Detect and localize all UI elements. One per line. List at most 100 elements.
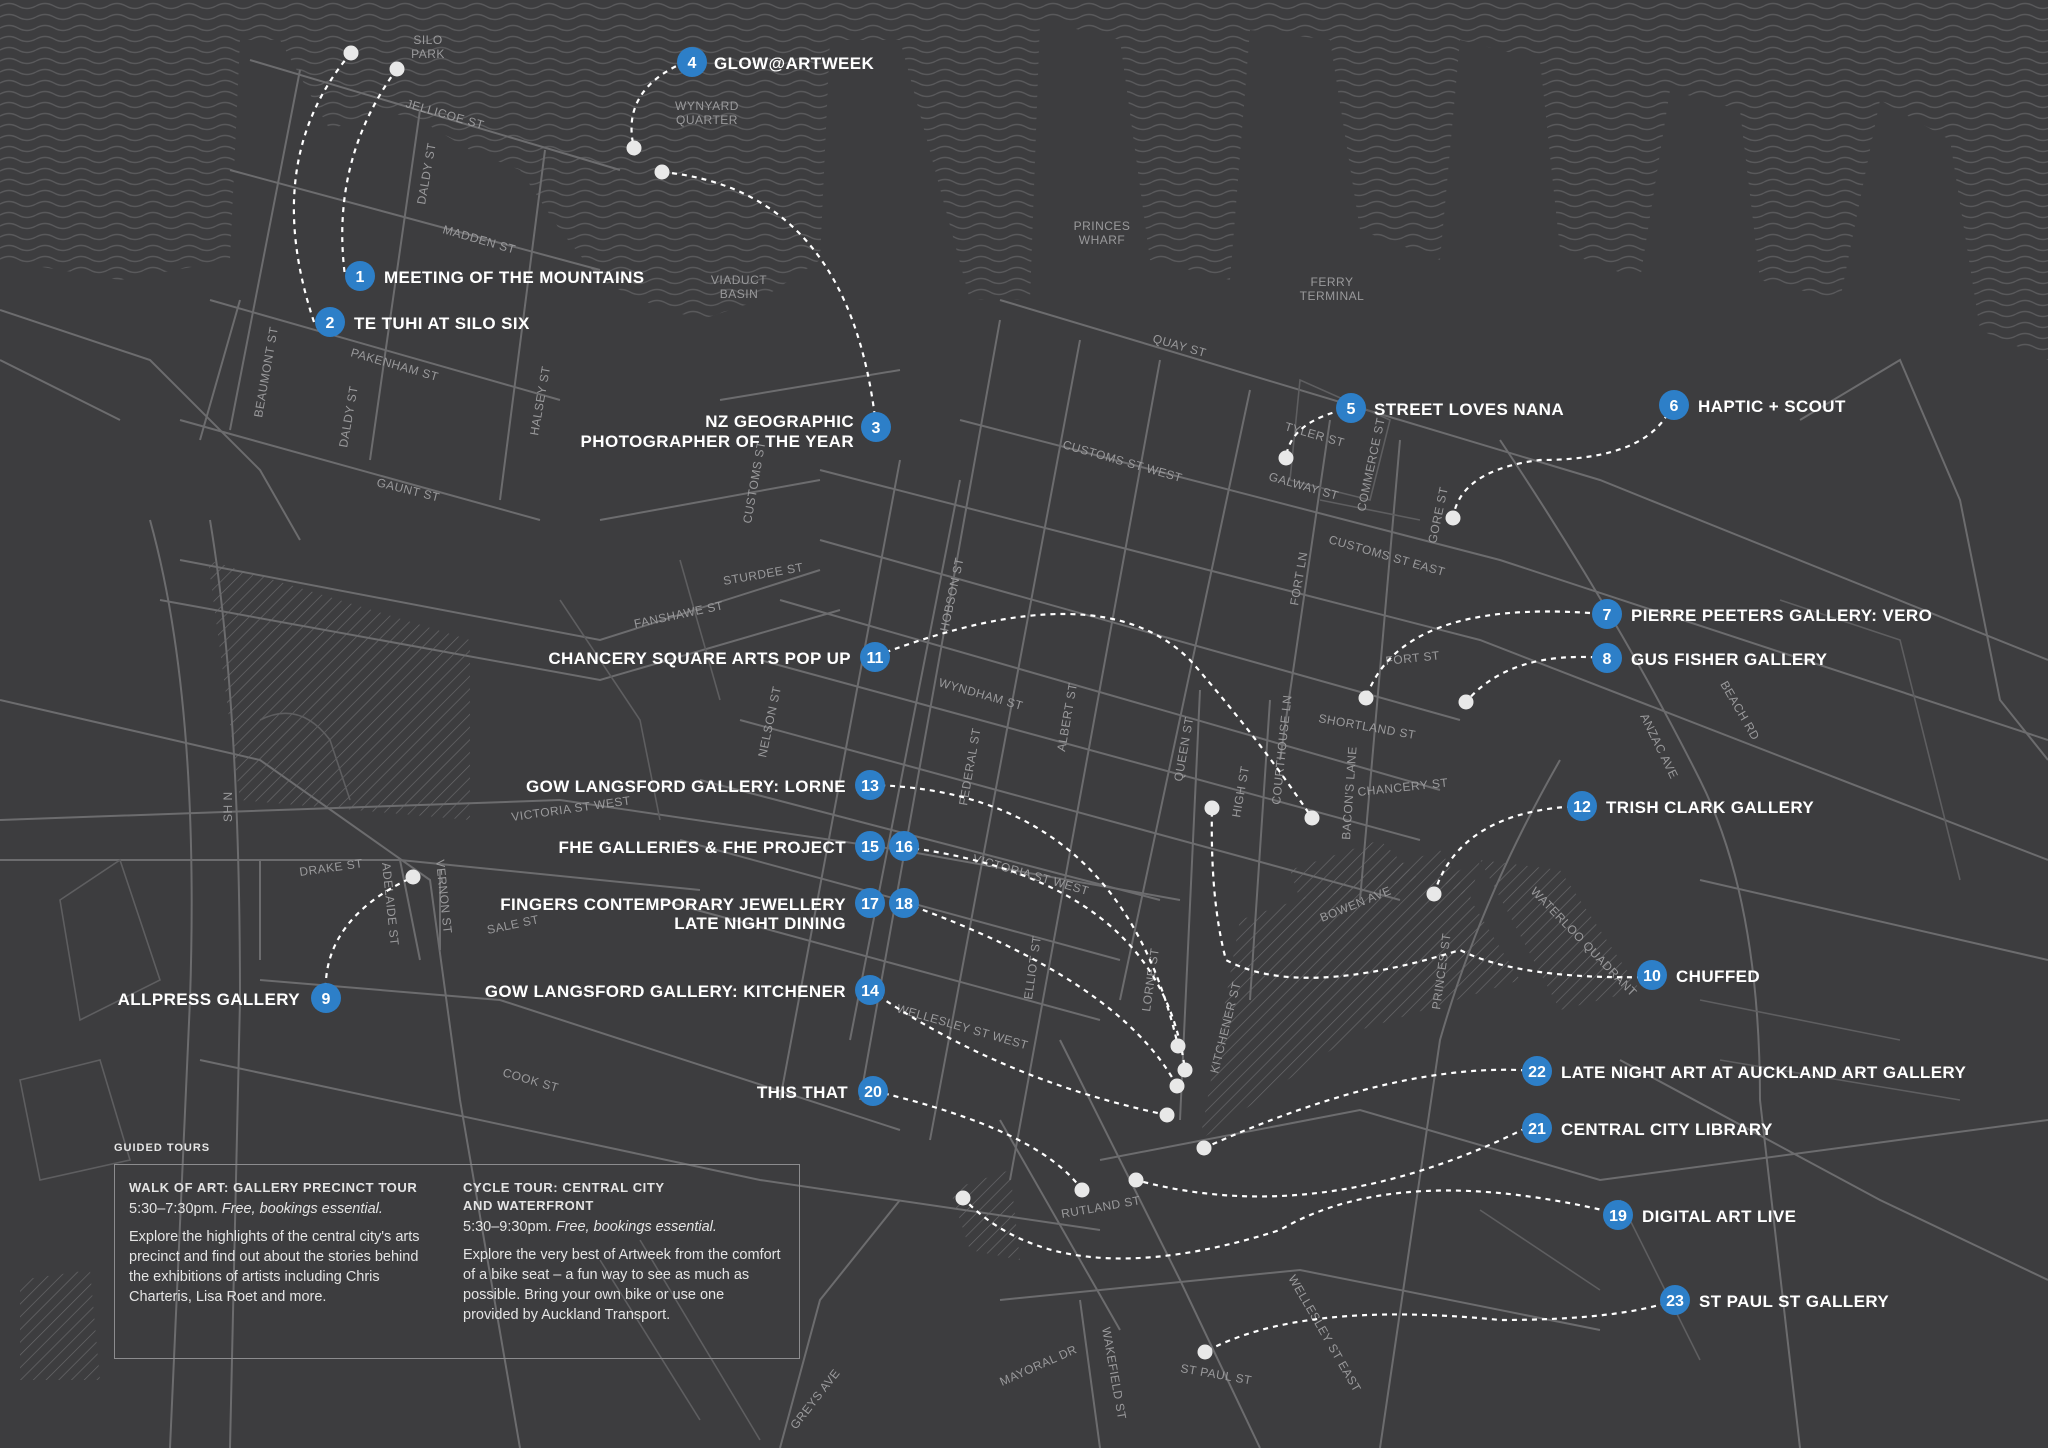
location-pin[interactable] [1177,1062,1193,1078]
location-marker-6[interactable]: 6 HAPTIC + SCOUT [1659,390,1846,420]
tour-title-line: CYCLE TOUR: CENTRAL CITY [463,1180,665,1195]
tour-title-line: AND WATERFRONT [463,1198,594,1213]
street-label: DALDY ST [336,384,361,448]
location-pin[interactable] [1196,1140,1212,1156]
street-label: SALE ST [486,912,541,937]
water-area [0,0,2048,360]
street-label: GAUNT ST [375,475,441,504]
location-pin[interactable] [405,869,421,885]
location-pin[interactable] [955,1190,971,1206]
svg-text:HAPTIC + SCOUT: HAPTIC + SCOUT [1698,397,1846,416]
location-pin[interactable] [1458,694,1474,710]
svg-text:PHOTOGRAPHER OF THE YEAR: PHOTOGRAPHER OF THE YEAR [581,432,854,451]
tour-description: Explore the very best of Artweek from th… [463,1247,781,1323]
svg-text:DIGITAL ART LIVE: DIGITAL ART LIVE [1642,1207,1796,1226]
location-marker-10[interactable]: 10 CHUFFED [1637,960,1760,990]
location-marker-21[interactable]: 21 CENTRAL CITY LIBRARY [1522,1113,1773,1143]
location-marker-17[interactable]: 17 [855,888,885,918]
location-pin[interactable] [1358,690,1374,706]
location-marker-7[interactable]: 7 PIERRE PEETERS GALLERY: VERO [1592,599,1932,629]
location-pin[interactable] [1159,1107,1175,1123]
street-label: NELSON ST [755,685,784,759]
location-pin[interactable] [1426,886,1442,902]
location-pin[interactable] [1074,1182,1090,1198]
street-label: CUSTOMS ST [740,440,768,525]
tour-booking-note: Free, bookings essential. [221,1201,383,1217]
street-label: STURDEE ST [722,560,804,588]
route-endpoints [343,45,1474,1360]
svg-text:15: 15 [861,839,879,856]
location-marker-1[interactable]: 1 MEETING OF THE MOUNTAINS [345,261,645,291]
street-label: ELLIOT ST [1021,935,1044,1001]
location-marker-19[interactable]: 19 DIGITAL ART LIVE [1603,1200,1796,1230]
location-marker-16[interactable]: 16 FHE GALLERIES & FHE PROJECT [558,831,919,861]
location-pin[interactable] [1278,450,1294,466]
location-pin[interactable] [389,61,405,77]
location-pin[interactable] [654,164,670,180]
svg-text:21: 21 [1528,1121,1546,1138]
street-label: SHORTLAND ST [1317,711,1417,742]
street-label: COOK ST [501,1065,560,1094]
svg-text:14: 14 [861,983,879,1000]
svg-text:TE TUHI AT SILO SIX: TE TUHI AT SILO SIX [354,314,530,333]
location-marker-3[interactable]: 3 NZ GEOGRAPHIC PHOTOGRAPHER OF THE YEAR [581,412,891,451]
location-pin[interactable] [1197,1344,1213,1360]
location-marker-4[interactable]: 4 GLOW@ARTWEEK [677,47,875,77]
street-label: FEDERAL ST [956,727,983,807]
location-marker-9[interactable]: 9 ALLPRESS GALLERY [118,983,341,1013]
location-marker-2[interactable]: 2 TE TUHI AT SILO SIX [315,307,530,337]
street-label: WELLESLEY ST WEST [895,1001,1030,1052]
location-marker-18[interactable]: 18 FINGERS CONTEMPORARY JEWELLERY LATE N… [500,888,919,933]
svg-text:23: 23 [1666,1293,1684,1310]
street-label: VICTORIA ST WEST [971,851,1091,898]
svg-text:NZ GEOGRAPHIC: NZ GEOGRAPHIC [705,412,854,431]
tour-cycle: CYCLE TOUR: CENTRAL CITY AND WATERFRONT 5… [463,1179,783,1348]
location-marker-22[interactable]: 22 LATE NIGHT ART AT AUCKLAND ART GALLER… [1522,1056,1966,1086]
street-label: VICTORIA ST WEST [510,793,631,824]
svg-text:3: 3 [872,420,881,437]
location-pin[interactable] [1204,800,1220,816]
tour-description: Explore the highlights of the central ci… [129,1229,420,1305]
location-pin[interactable] [343,45,359,61]
svg-text:GOW LANGSFORD GALLERY: KITCHEN: GOW LANGSFORD GALLERY: KITCHENER [485,982,846,1001]
location-marker-20[interactable]: 20 THIS THAT [757,1076,888,1106]
tour-title: CYCLE TOUR: CENTRAL CITY AND WATERFRONT [463,1179,783,1215]
location-pin[interactable] [1170,1038,1186,1054]
tour-walk-of-art: WALK OF ART: GALLERY PRECINCT TOUR 5:30–… [129,1179,439,1348]
location-marker-5[interactable]: 5 STREET LOVES NANA [1336,393,1564,423]
street-label: GREYS AVE [787,1366,843,1432]
tour-time: 5:30–9:30pm. Free, bookings essential. [463,1217,783,1237]
street-label: ANZAC AVE [1637,711,1681,781]
location-pin[interactable] [1169,1078,1185,1094]
location-pin[interactable] [1128,1172,1144,1188]
guided-tours-panel: WALK OF ART: GALLERY PRECINCT TOUR 5:30–… [114,1164,800,1359]
tour-time-range: 5:30–7:30pm. [129,1201,218,1217]
location-marker-13[interactable]: 13 GOW LANGSFORD GALLERY: LORNE [526,770,885,800]
location-marker-11[interactable]: 11 CHANCERY SQUARE ARTS POP UP [548,642,890,672]
svg-text:1: 1 [356,269,365,286]
location-pin[interactable] [626,140,642,156]
street-label: WYNDHAM ST [937,675,1025,712]
location-marker-12[interactable]: 12 TRISH CLARK GALLERY [1567,791,1814,821]
location-marker-14[interactable]: 14 GOW LANGSFORD GALLERY: KITCHENER [485,975,885,1005]
location-marker-15[interactable]: 15 [855,831,885,861]
svg-text:GOW LANGSFORD GALLERY: LORNE: GOW LANGSFORD GALLERY: LORNE [526,777,846,796]
svg-text:6: 6 [1670,398,1679,415]
location-pin[interactable] [1445,510,1461,526]
location-pin[interactable] [1304,810,1320,826]
svg-text:11: 11 [867,650,884,667]
location-marker-23[interactable]: 23 ST PAUL ST GALLERY [1660,1285,1889,1315]
street-label: BEAUMONT ST [251,325,281,418]
tour-time: 5:30–7:30pm. Free, bookings essential. [129,1199,439,1219]
tour-booking-note: Free, bookings essential. [555,1219,717,1235]
location-marker-8[interactable]: 8 GUS FISHER GALLERY [1592,643,1828,673]
street-label: ST PAUL ST [1179,1361,1253,1387]
street-label: BEACH RD [1717,679,1762,743]
